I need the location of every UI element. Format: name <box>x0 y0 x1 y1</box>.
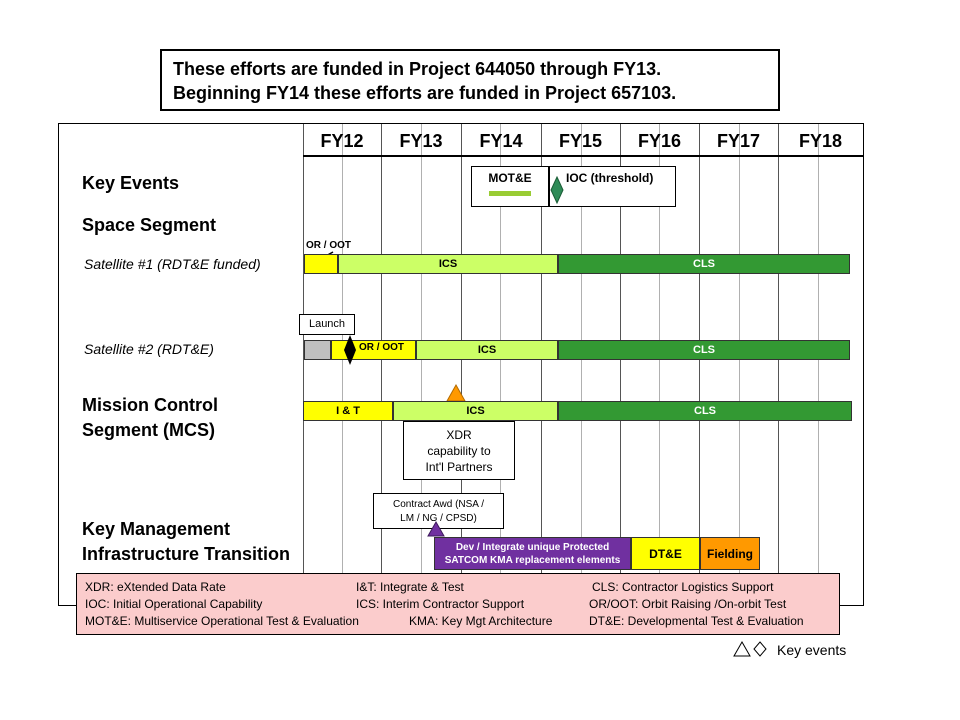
launch-diamond-icon <box>344 335 356 365</box>
kmi-fielding-label: Fielding <box>707 546 753 561</box>
sat2-or-oot-label: OR / OOT <box>359 342 404 353</box>
gridline-fy18-start <box>778 124 779 606</box>
funding-note-line2: Beginning FY14 these efforts are funded … <box>173 83 677 103</box>
gridline-fy14-mid <box>500 124 501 606</box>
gridline-fy15-start <box>541 124 542 606</box>
key-events-heading: Key Events <box>82 173 180 193</box>
gridline-fy13-mid <box>421 124 422 606</box>
kmi-dte-label: DT&E <box>649 546 682 561</box>
satellite1-label: Satellite #1 (RDT&E funded) <box>84 256 261 272</box>
sat1-ics-bar: ICS <box>338 254 558 274</box>
fy-label: FY17 <box>716 131 761 151</box>
fy-label: FY18 <box>798 131 843 151</box>
fy-label: FY15 <box>558 131 603 151</box>
contract-award-callout: Contract Awd (NSA / LM / NG / CPSD) <box>373 493 504 529</box>
fy-label: FY14 <box>479 131 523 151</box>
kmi-fielding-bar: Fielding <box>700 537 760 570</box>
mote-event-bar <box>489 191 531 196</box>
kmi-heading-line2: Infrastructure Transition <box>82 544 291 564</box>
legend-xdr: XDR: eXtended Data Rate <box>85 580 226 594</box>
funding-note: These efforts are funded in Project 6440… <box>160 49 780 111</box>
contract-triangle-icon <box>427 521 445 537</box>
fiscal-year-header <box>303 123 863 157</box>
mcs-cls-bar: CLS <box>558 401 852 421</box>
key-events-legend-label: Key events <box>777 642 847 658</box>
gridline-fy12-mid <box>342 124 343 606</box>
legend-dte: DT&E: Developmental Test & Evaluation <box>589 614 804 628</box>
fy-label: FY16 <box>637 131 682 151</box>
legend-kma: KMA: Key Mgt Architecture <box>409 614 553 628</box>
sat2-ics-bar: ICS <box>416 340 558 360</box>
satellite2-label: Satellite #2 (RDT&E) <box>84 341 214 357</box>
mcs-heading-line2: Segment (MCS) <box>82 420 216 440</box>
mcs-it-bar: I & T <box>303 401 393 421</box>
kmi-dev-bar: Dev / Integrate unique Protected SATCOM … <box>434 537 631 570</box>
fy-label: FY13 <box>399 131 443 151</box>
kmi-heading-line1: Key Management <box>82 519 231 539</box>
mote-event-label: MOT&E <box>488 171 532 185</box>
ioc-event-label: IOC (threshold) <box>566 171 654 185</box>
xdr-callout-line2: capability to <box>427 444 491 458</box>
xdr-callout: XDR capability to Int'l Partners <box>403 421 515 480</box>
gridline-fy17-mid <box>739 124 740 606</box>
mcs-it-label: I & T <box>336 405 360 417</box>
contract-award-line1: Contract Awd (NSA / <box>393 499 484 510</box>
xdr-callout-line1: XDR <box>446 428 472 442</box>
key-events-symbols-icon <box>733 640 767 657</box>
sat1-cls-label: CLS <box>693 258 715 270</box>
legend-ics: ICS: Interim Contractor Support <box>356 597 525 611</box>
launch-callout: Launch <box>299 314 355 335</box>
sat1-or-oot-label: OR / OOT <box>306 240 351 251</box>
gridline-fy14-start <box>461 124 462 606</box>
legend-cls: CLS: Contractor Logistics Support <box>592 580 774 594</box>
sat2-cls-bar: CLS <box>558 340 850 360</box>
legend-it: I&T: Integrate & Test <box>356 580 464 594</box>
kmi-dev-line1: Dev / Integrate unique Protected <box>455 541 610 553</box>
funding-note-line1: These efforts are funded in Project 6440… <box>173 59 662 79</box>
space-segment-heading: Space Segment <box>82 215 217 235</box>
sat1-or-oot-bar <box>304 254 338 274</box>
gridline-fy17-start <box>699 124 700 606</box>
mote-event-box: MOT&E <box>471 166 549 207</box>
mcs-cls-label: CLS <box>694 405 716 417</box>
gridline-fy13-start <box>381 124 382 606</box>
kmi-dte-bar: DT&E <box>631 537 700 570</box>
kmi-dev-line2: SATCOM KMA replacement elements <box>444 554 621 566</box>
sat1-cls-bar: CLS <box>558 254 850 274</box>
contract-award-line2: LM / NG / CPSD) <box>400 513 477 524</box>
sat2-ics-label: ICS <box>477 344 497 356</box>
sat1-ics-label: ICS <box>438 258 458 270</box>
ioc-diamond-icon <box>550 176 564 204</box>
xdr-triangle-icon <box>446 384 466 402</box>
legend-ioc: IOC: Initial Operational Capability <box>85 597 263 611</box>
gridline-fy15-mid <box>581 124 582 606</box>
mcs-heading-line1: Mission Control <box>82 395 218 415</box>
acronym-legend: XDR: eXtended Data Rate IOC: Initial Ope… <box>76 573 840 635</box>
mcs-ics-bar: ICS <box>393 401 558 421</box>
mcs-ics-label: ICS <box>466 405 485 417</box>
ioc-event-box: IOC (threshold) <box>549 166 676 207</box>
sat2-cls-label: CLS <box>693 344 715 356</box>
launch-label: Launch <box>308 318 346 330</box>
gridline-fy16-mid <box>659 124 660 606</box>
gridline-fy16-start <box>620 124 621 606</box>
sat2-pre-launch-bar <box>304 340 331 360</box>
legend-or-oot: OR/OOT: Orbit Raising /On-orbit Test <box>589 597 787 611</box>
fy-label: FY12 <box>320 131 364 151</box>
legend-mote: MOT&E: Multiservice Operational Test & E… <box>85 614 359 628</box>
xdr-callout-line3: Int'l Partners <box>425 460 493 474</box>
gridline-fy12-start <box>303 124 304 606</box>
gridline-fy18-mid <box>818 124 819 606</box>
